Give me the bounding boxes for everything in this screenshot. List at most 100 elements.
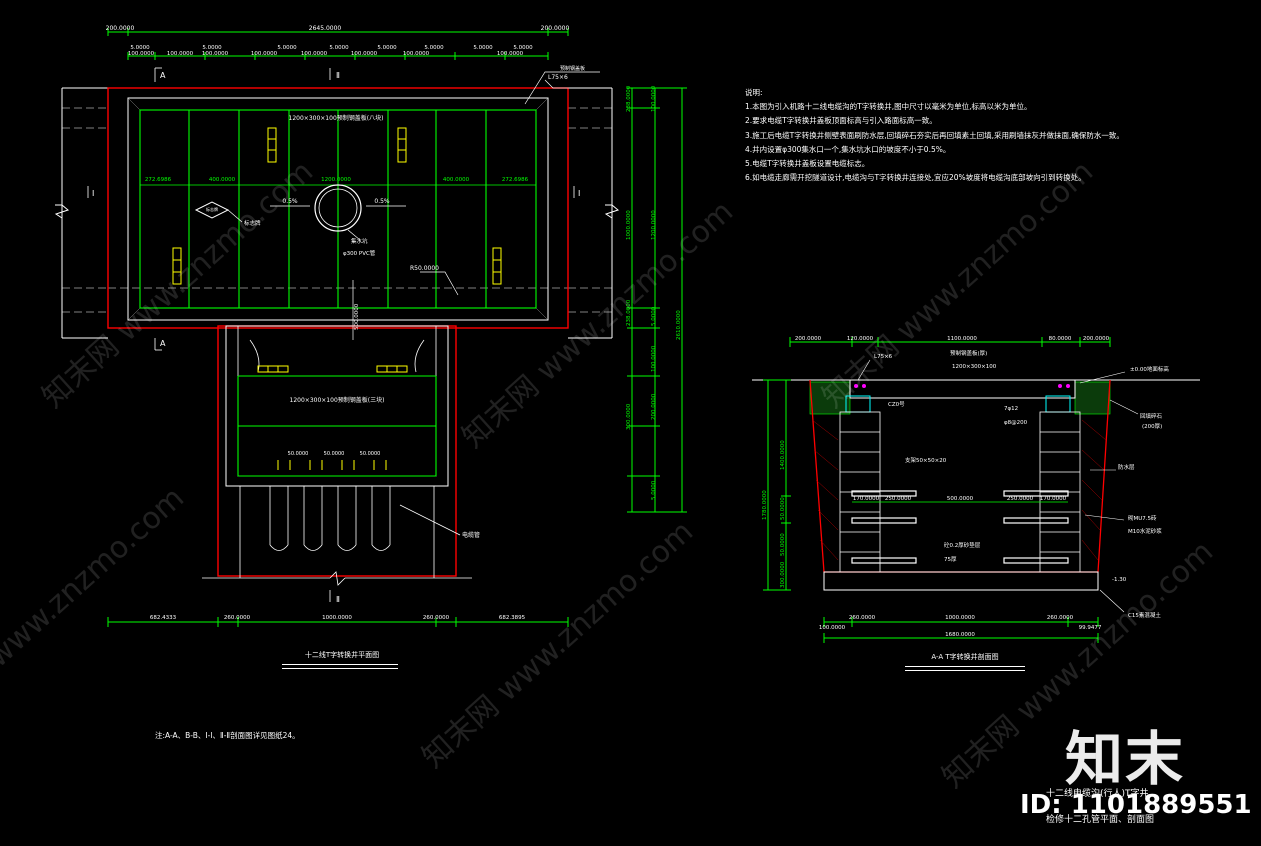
plan-mid-dim-1: 272.6986 — [145, 177, 172, 183]
plan-sub-8: 100.0000 — [497, 51, 524, 57]
plan-right-dim-11: 2610.0000 — [676, 310, 682, 340]
section-title: A-A T字转换井剖面图 — [931, 653, 999, 661]
plan-ring-label: 集水坑 — [351, 237, 368, 245]
sec-bot-total: 1680.0000 — [945, 632, 975, 638]
plan-radius-label: R50.0000 — [410, 265, 439, 272]
plan-sub-6: 100.0000 — [351, 51, 378, 57]
plan-top-slab-label: 1200×300×100预制钢盖板(八块) — [289, 114, 384, 122]
sec-inner-dim-4: 250.0000 — [1007, 496, 1034, 502]
plan-wall-outer-edge — [127, 97, 549, 321]
sec-mortar-label-2: M10水泥砂浆 — [1128, 527, 1162, 535]
sec-bracket-label: 支架50×50×20 — [905, 456, 947, 464]
plan-top-right: 200.0000 — [541, 25, 570, 32]
plan-cable-conduits — [202, 486, 472, 586]
sec-inner-dim-1: 170.0000 — [853, 496, 880, 502]
drawing-stamp-line-2: 检修十二孔管平面、剖面图 — [1046, 815, 1155, 825]
sec-depth-label: -1.30 — [1112, 577, 1127, 583]
plan-pipe-label: φ300 PVC管 — [343, 249, 376, 257]
plan-title-underline-2 — [282, 668, 398, 669]
plan-slab-grid — [139, 109, 537, 309]
sec-slab-label-2: 1200×300×100 — [952, 364, 997, 370]
plan-sump-inner — [318, 188, 358, 228]
plan-bot-dim-4: 260.0000 — [423, 615, 450, 621]
section-title-underline-2 — [905, 670, 1025, 671]
section-rebar-dots — [854, 384, 1070, 388]
plan-right-dim-4: 1200.0000 — [651, 210, 657, 240]
plan-right-dim-10: 5.0000 — [651, 480, 657, 500]
plan-sec-i-left: Ⅰ — [92, 189, 94, 198]
sec-bot-dim-2: 260.0000 — [849, 615, 876, 621]
plan-seg-4: 5.0000 — [329, 45, 349, 51]
note-line-1: 1.本图为引入机路十二线电缆沟的T字转换井,图中尺寸以毫米为单位,标高以米为单位… — [745, 102, 1032, 112]
brand-logo: 知末 — [1065, 725, 1186, 793]
plan-sec-a-bot: A — [160, 339, 166, 348]
plan-branch-ladders — [257, 365, 408, 373]
sec-bot-dim-4: 260.0000 — [1047, 615, 1074, 621]
plan-bot-dim-5: 682.3895 — [499, 615, 526, 621]
plan-sec-a-top: A — [160, 71, 166, 80]
section-view: 200.0000 120.0000 1100.0000 80.0000 200.… — [752, 336, 1200, 643]
plan-cable-dim-1: 50.0000 — [288, 451, 309, 457]
sec-bar-label-2: φ8@200 — [1004, 420, 1028, 426]
note-line-2: 2.要求电缆T字转换井盖板顶面标高与引入路面标高一致。 — [745, 116, 937, 126]
plan-sub-3: 100.0000 — [202, 51, 229, 57]
plan-right-dim-3: 1000.0000 — [626, 210, 632, 240]
note-line-3: 3.施工后电缆T字转换井侧壁表面刷防水层,回填碎石夯实后再回填素土回填,采用刷墙… — [745, 130, 1124, 140]
plan-bottom-dimensions — [107, 617, 569, 627]
plan-bot-dim-3: 1000.0000 — [322, 615, 352, 621]
section-soil-hatch — [811, 419, 1107, 561]
plan-slope-left: 0.5% — [282, 198, 298, 205]
plan-center-lines — [62, 107, 612, 313]
sec-fill-label-2: (200厚) — [1142, 423, 1162, 430]
plan-500-label: 500.0000 — [354, 303, 360, 330]
sec-slab-label: 预制钢盖板(厚) — [950, 349, 987, 357]
section-leaders — [857, 359, 1139, 613]
drawing-stamp-line-1: 十二线电缆沟(行人)T字井 — [1046, 789, 1149, 799]
plan-branch-curves — [249, 339, 425, 373]
plan-branch-slab — [237, 375, 437, 477]
plan-foot-note: 注:A-A、B-B、Ⅰ-Ⅰ、Ⅱ-Ⅱ剖面图详见图纸24。 — [155, 731, 300, 740]
sec-left-dim-2: 1400.0000 — [780, 440, 786, 470]
sec-mortar-label: 砌MU7.5砖 — [1128, 514, 1157, 522]
plan-seg-2: 5.0000 — [202, 45, 222, 51]
plan-right-dim-5: 238.0000 — [626, 299, 632, 326]
plan-sub-7: 100.0000 — [403, 51, 430, 57]
plan-seg-8: 5.0000 — [513, 45, 533, 51]
sec-left-dim-4: 50.0000 — [780, 533, 786, 556]
plan-seg-7: 5.0000 — [473, 45, 493, 51]
section-brackets — [851, 490, 1069, 564]
section-title-underline — [905, 666, 1025, 667]
plan-leaders — [524, 71, 600, 105]
plan-angle-label: L75×6 — [548, 74, 568, 81]
sec-c15-label: C15素混凝土 — [1128, 611, 1161, 619]
sec-pad-label: 砼0.2厚砂垫层 — [944, 541, 981, 549]
section-gravel-left — [809, 381, 851, 415]
plan-section-marks — [87, 67, 575, 602]
plan-bottom-slab-label: 1200×300×100预制钢盖板(三块) — [290, 396, 385, 404]
sec-left-dim-3: 50.0000 — [780, 497, 786, 520]
plan-top-total: 2645.0000 — [309, 25, 342, 32]
plan-seg-1: 5.0000 — [130, 45, 150, 51]
plan-wall-hatch — [127, 97, 549, 321]
plan-top-dimensions — [107, 28, 569, 60]
plan-mid-dim-2: 400.0000 — [209, 177, 236, 183]
plan-title: 十二线T字转换井平面图 — [304, 651, 380, 659]
plan-sub-5: 100.0000 — [301, 51, 328, 57]
plan-right-dimensions — [627, 87, 687, 513]
sec-top-dim-4: 80.0000 — [1049, 336, 1072, 342]
plan-mid-dim-3: 1200.0000 — [321, 177, 351, 183]
plan-ladders — [172, 127, 502, 285]
plan-right-dim-2: 100.0000 — [651, 85, 657, 112]
note-line-5: 5.电缆T字转换井盖板设置电缆标志。 — [745, 159, 870, 169]
plan-slope-right: 0.5% — [374, 198, 390, 205]
sec-bot-dim-5: 99.9477 — [1079, 625, 1102, 631]
plan-sign-text: 标志牌 — [206, 206, 218, 212]
plan-seg-6: 5.0000 — [424, 45, 444, 51]
plan-view: 2645.0000 200.0000 200.0000 5.0000 5.000… — [54, 25, 687, 627]
notes-heading: 说明: — [745, 88, 763, 97]
plan-cable-ticks — [277, 460, 387, 470]
brand-id: ID: 1101889551 — [1020, 790, 1252, 820]
plan-sec-i-right: Ⅰ — [578, 189, 580, 198]
plan-bot-dim-2: 260.0000 — [224, 615, 251, 621]
